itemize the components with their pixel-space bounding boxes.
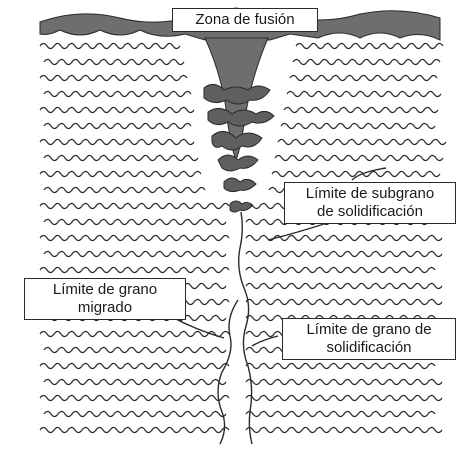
grain-wave-row: [44, 348, 226, 353]
fusion-zone-label: Zona de fusión: [172, 8, 318, 32]
grain-wave-row: [44, 60, 184, 65]
grain-wave-row: [246, 300, 442, 305]
grain-wave-row: [284, 108, 438, 113]
grain-wave-row: [275, 156, 443, 161]
grain-wave-row: [44, 220, 226, 225]
grain-wave-row: [272, 172, 440, 177]
subgrain-boundary-line-1: Límite de subgrano: [289, 185, 451, 203]
grain-wave-row: [246, 284, 442, 289]
solidification-boundary-label: Límite de grano de solidificación: [282, 318, 456, 360]
migrated-grain-boundary: [218, 300, 238, 444]
grain-wave-row: [40, 268, 229, 273]
grain-wave-row: [246, 364, 435, 369]
grain-wave-row: [40, 364, 229, 369]
grain-wave-row: [40, 76, 187, 81]
solidification-blobs: [204, 84, 274, 212]
grain-wave-row: [44, 124, 191, 129]
solidification-grain-boundary: [239, 212, 252, 444]
grain-wave-row: [44, 92, 191, 97]
grain-wave-row: [40, 140, 194, 145]
grain-wave-row: [246, 396, 442, 401]
subgrain-boundary-leader-2: [352, 168, 386, 180]
grain-wave-row: [44, 380, 226, 385]
grain-wave-row: [296, 44, 443, 49]
grain-wave-row: [246, 252, 442, 257]
grain-wave-row: [278, 140, 446, 145]
grain-wave-row: [40, 428, 229, 433]
subgrain-boundary-line-2: de solidificación: [289, 203, 451, 221]
grain-wave-row: [40, 172, 201, 177]
migrated-boundary-line-2: migrado: [29, 299, 181, 317]
grain-wave-row: [40, 236, 229, 241]
grain-wave-row: [44, 156, 198, 161]
grain-wave-row: [246, 268, 435, 273]
grain-wave-row: [40, 44, 180, 49]
subgrain-boundary-label: Límite de subgrano de solidificación: [284, 182, 456, 224]
grain-wave-row: [40, 108, 194, 113]
grain-wave-row: [246, 428, 442, 433]
migrated-boundary-label: Límite de grano migrado: [24, 278, 186, 320]
solidification-boundary-leader: [252, 336, 278, 346]
fusion-zone-text: Zona de fusión: [177, 11, 313, 29]
grain-wave-row: [246, 380, 442, 385]
grain-wave-row: [44, 252, 226, 257]
solidification-boundary-line-2: solidificación: [287, 339, 451, 357]
grain-wave-row: [40, 332, 229, 337]
grain-wave-row: [246, 412, 435, 417]
grain-wave-row: [44, 412, 226, 417]
grain-wave-row: [40, 396, 229, 401]
grain-wave-row: [290, 76, 437, 81]
grain-wave-row: [44, 188, 205, 193]
grain-wave-row: [281, 124, 435, 129]
solidification-boundary-line-1: Límite de grano de: [287, 321, 451, 339]
grain-wave-row: [287, 92, 441, 97]
grain-wave-row: [40, 204, 229, 209]
migrated-boundary-line-1: Límite de grano: [29, 281, 181, 299]
grain-wave-row: [293, 60, 440, 65]
